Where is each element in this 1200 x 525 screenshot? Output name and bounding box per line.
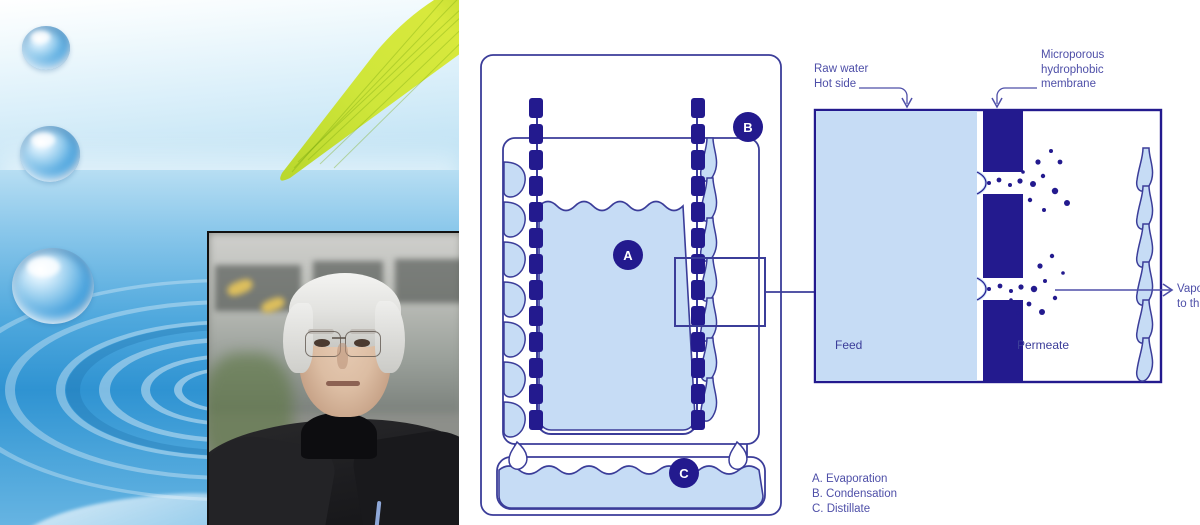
marker-C: C xyxy=(669,458,699,488)
feed-label: Feed xyxy=(835,338,863,352)
vapor-out-arrowhead xyxy=(1162,283,1174,297)
marker-A: A xyxy=(613,240,643,270)
marker-legend: A. Evaporation B. Condensation C. Distil… xyxy=(812,472,897,517)
membrane-pore xyxy=(983,278,1023,300)
water-drop-composite-photo xyxy=(0,0,459,525)
neck xyxy=(301,413,377,459)
svg-text:A: A xyxy=(623,248,633,263)
falling-droplet xyxy=(508,440,528,470)
leaf-shape xyxy=(280,0,459,181)
nose xyxy=(337,343,348,369)
marker-B: B xyxy=(733,112,763,142)
water-droplet xyxy=(12,248,94,324)
permeate-label: Permeate xyxy=(1017,338,1070,352)
legend-item-c: C. Distillate xyxy=(812,503,871,515)
feed-region xyxy=(816,111,977,381)
vapor-particles xyxy=(987,149,1070,315)
green-leaf-tip xyxy=(268,0,459,192)
window-pane xyxy=(395,259,459,303)
condenser-jacket xyxy=(502,137,760,445)
eyeglasses-bridge xyxy=(332,337,346,339)
raw-water-arrowhead xyxy=(901,97,913,109)
legend-item-b: B. Condensation xyxy=(812,488,898,500)
permeate-condensate-droplets xyxy=(1135,147,1154,382)
hair-side-left xyxy=(283,303,313,373)
distillate-water xyxy=(498,465,764,509)
eye xyxy=(314,339,330,347)
diagram-vector: A B C xyxy=(480,54,1174,516)
legend-item-a: A. Evaporation xyxy=(812,473,888,485)
portrait-inset xyxy=(207,231,459,525)
falling-droplet xyxy=(728,440,748,470)
membrane-column-left xyxy=(529,98,543,430)
water-droplet xyxy=(22,26,70,70)
membrane-pore xyxy=(983,172,1023,194)
condensate-droplets-left xyxy=(503,161,526,438)
svg-text:C: C xyxy=(679,466,689,481)
feed-water-body xyxy=(538,200,696,431)
membrane-column-right xyxy=(691,98,705,430)
eye xyxy=(354,339,370,347)
mouth xyxy=(326,381,360,386)
membrane-distillation-diagram: A B C xyxy=(459,0,1200,525)
membrane-arrowhead xyxy=(991,97,1003,109)
raw-water-leader xyxy=(859,87,908,104)
membrane-band xyxy=(983,111,1023,381)
water-droplet xyxy=(20,126,80,182)
membrane-leader xyxy=(996,87,1037,104)
svg-text:B: B xyxy=(743,120,752,135)
